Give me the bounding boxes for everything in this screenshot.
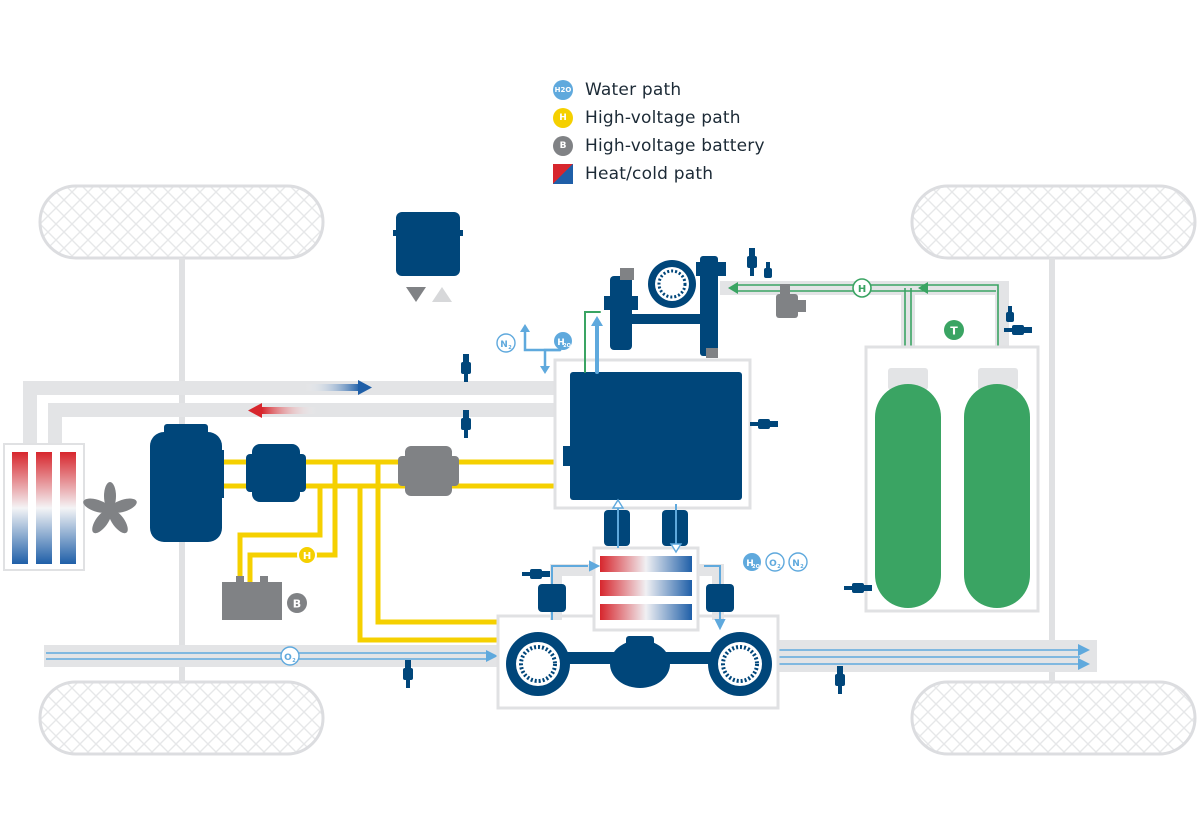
legend-label-battery: High-voltage battery bbox=[585, 136, 765, 156]
h2o-right-sub: 2O bbox=[752, 564, 760, 570]
o2-intake-badge: O 2 bbox=[280, 646, 300, 666]
sensor-icon bbox=[461, 354, 471, 382]
legend-item-high-voltage: H High-voltage path bbox=[553, 104, 765, 132]
humidifier bbox=[592, 546, 700, 632]
wheel-front-right bbox=[910, 184, 1197, 260]
exhaust-badges: H 2O O 2 N 2 bbox=[743, 552, 808, 572]
high-voltage-battery bbox=[222, 576, 282, 620]
battery-icon: B bbox=[553, 136, 573, 156]
heat-cold-icon bbox=[553, 164, 573, 184]
fuel-cell-stack bbox=[563, 372, 742, 500]
n2-right-label: N bbox=[792, 559, 800, 569]
electric-motor bbox=[150, 424, 224, 542]
o2-right-label: O bbox=[769, 559, 777, 569]
high-voltage-icon: H bbox=[553, 108, 573, 128]
wheel-rear-right bbox=[910, 680, 1197, 756]
h2o-right-label: H bbox=[746, 559, 754, 569]
tank-badge-label: T bbox=[950, 325, 958, 338]
sensor-icon bbox=[750, 419, 778, 429]
legend-item-heat-cold: Heat/cold path bbox=[553, 160, 765, 188]
water-icon-symbol: H2O bbox=[554, 86, 572, 94]
sensor-icon bbox=[1004, 325, 1032, 335]
legend-label-high-voltage: High-voltage path bbox=[585, 108, 741, 128]
hv-badge: H bbox=[297, 545, 317, 565]
inverter bbox=[246, 444, 306, 502]
sensor-icon bbox=[747, 248, 757, 276]
o2-intake-sub: 2 bbox=[292, 658, 296, 664]
tank-badge: T bbox=[944, 320, 964, 340]
battery-icon-symbol: B bbox=[559, 141, 567, 151]
sensor-icon bbox=[844, 583, 872, 593]
high-voltage-icon-symbol: H bbox=[559, 113, 567, 123]
n2-top-label: N bbox=[500, 340, 508, 350]
h2o-top-label: H bbox=[557, 338, 565, 348]
legend-label-heat-cold: Heat/cold path bbox=[585, 164, 714, 184]
fan-icon bbox=[83, 482, 137, 534]
h-hydrogen-label: H bbox=[858, 284, 866, 295]
high-voltage-paths bbox=[220, 459, 560, 643]
tank-valves bbox=[888, 368, 1018, 390]
exhaust-badges-top: N 2 H 2O bbox=[496, 332, 572, 353]
water-paths bbox=[520, 311, 603, 374]
h-hydrogen-badge: H bbox=[852, 278, 872, 298]
h2o-top-sub: 2O bbox=[563, 343, 571, 349]
sensors bbox=[403, 248, 1032, 694]
dc-dc-converter bbox=[398, 446, 459, 496]
o2-intake-label: O bbox=[284, 653, 292, 663]
sensor-icon bbox=[764, 262, 772, 278]
pressure-regulator bbox=[776, 284, 806, 318]
water-icon: H2O bbox=[553, 80, 573, 100]
hv-badge-label: H bbox=[303, 551, 311, 562]
sensor-icon bbox=[461, 410, 471, 438]
control-unit bbox=[393, 212, 463, 302]
hydrogen-recirculation-module bbox=[604, 256, 726, 358]
radiator bbox=[3, 443, 85, 571]
sensor-icon bbox=[403, 660, 413, 688]
battery-badge: B bbox=[287, 593, 307, 613]
stack-air-arrows bbox=[611, 498, 683, 554]
coolant-loop bbox=[23, 381, 560, 448]
wheel-rear-left bbox=[38, 680, 325, 756]
wheel-front-left bbox=[38, 184, 325, 260]
hydrogen-tank-left bbox=[875, 384, 941, 608]
legend-item-battery: B High-voltage battery bbox=[553, 132, 765, 160]
sensor-icon bbox=[1006, 306, 1014, 322]
battery-badge-label: B bbox=[293, 598, 301, 611]
legend: H2O Water path H High-voltage path B Hig… bbox=[553, 76, 765, 188]
air-path bbox=[44, 640, 1097, 672]
legend-item-water: H2O Water path bbox=[553, 76, 765, 104]
n2-right-sub: 2 bbox=[800, 564, 804, 570]
hydrogen-tank-right bbox=[964, 384, 1030, 608]
air-compressor bbox=[506, 632, 772, 696]
sensor-icon bbox=[522, 569, 550, 579]
heat-flow-arrows bbox=[248, 380, 372, 418]
o2-right-sub: 2 bbox=[777, 564, 781, 570]
legend-label-water: Water path bbox=[585, 80, 682, 100]
n2-top-sub: 2 bbox=[508, 345, 512, 351]
sensor-icon bbox=[835, 666, 845, 694]
